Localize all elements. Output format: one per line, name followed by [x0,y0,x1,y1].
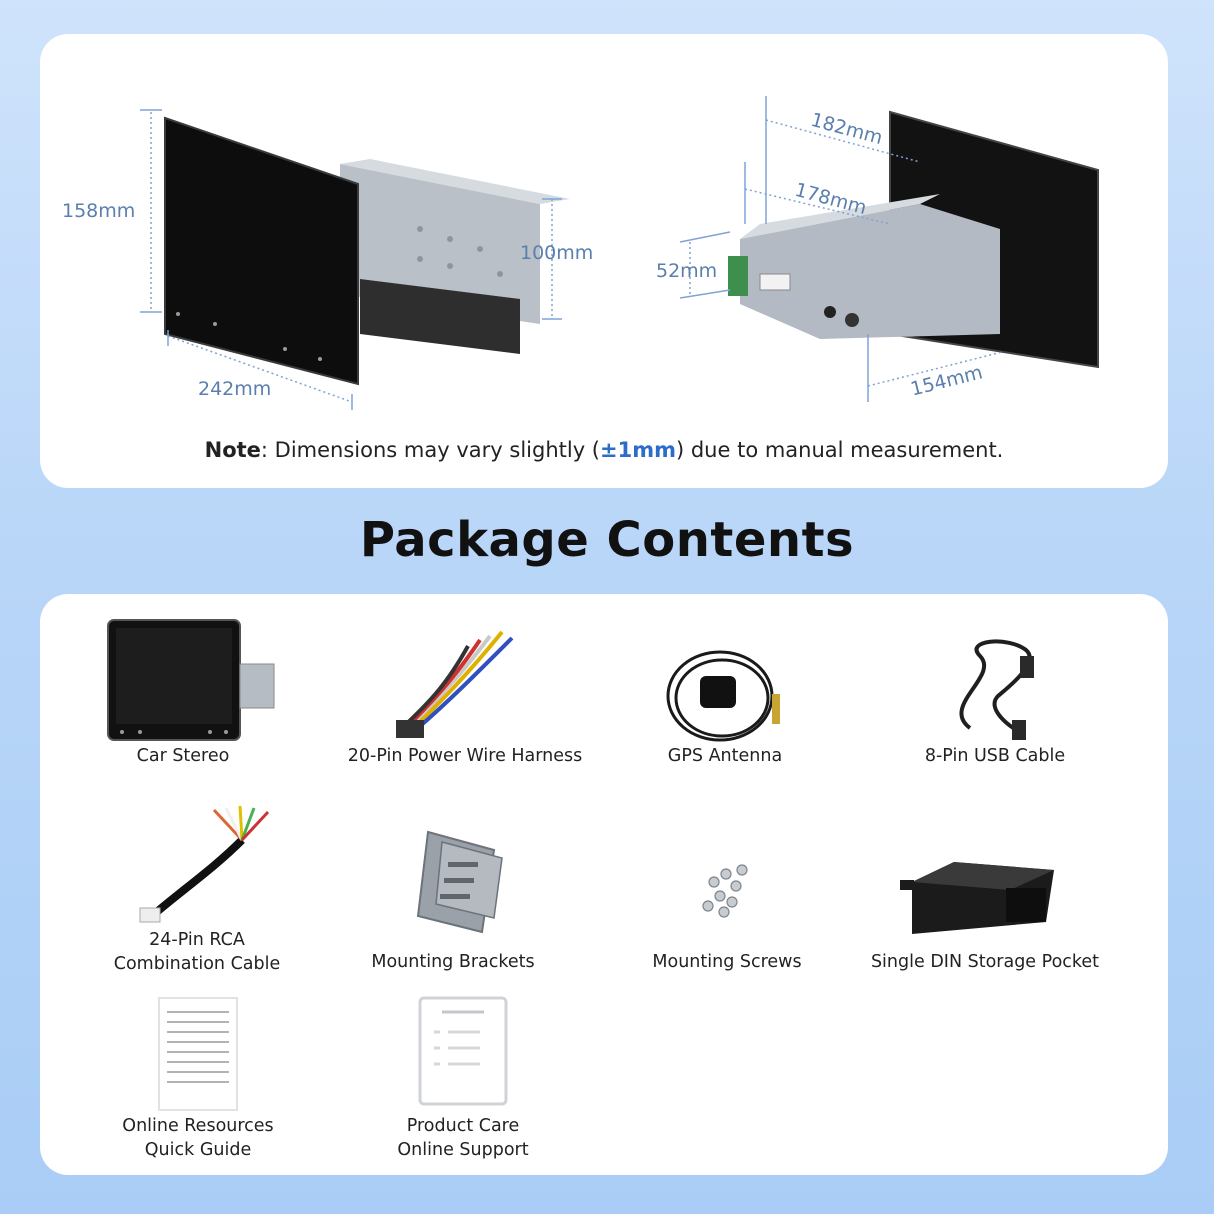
package-item-mounting-screws: Mounting Screws [632,822,822,974]
note-text-1: : Dimensions may vary slightly ( [260,438,600,462]
item-label-line1: Online Resources [122,1116,274,1136]
item-label-line1: Product Care [406,1116,520,1136]
wire-harness-icon [396,630,514,738]
note-text-2: ) due to manual measurement. [675,438,1004,462]
item-label-line2: Combination Cable [113,954,281,974]
package-item-rca-cable: 24-Pin RCA Combination Cable [102,800,292,976]
package-item-quick-guide: Online Resources Quick Guide [103,996,293,1162]
dim-height-label: 158mm [62,200,136,222]
screws-icon [702,864,748,918]
measurement-note: Note: Dimensions may vary slightly (±1mm… [40,438,1168,462]
product-care-icon [418,996,508,1106]
gps-antenna-icon [666,650,780,742]
stereo-front-view-icon [140,96,1099,410]
car-stereo-icon [107,619,275,741]
item-label-line2: Quick Guide [144,1140,252,1160]
quick-guide-icon [158,997,238,1111]
rca-cable-icon [139,805,270,923]
usb-cable-icon [959,639,1034,740]
package-item-mounting-brackets: Mounting Brackets [358,822,548,974]
package-item-wire-harness: 20-Pin Power Wire Harness [340,616,590,768]
package-contents-card: Car Stereo 20-Pin Power Wire Harness GPS… [40,594,1168,1175]
item-label-line1: Mounting Brackets [371,952,535,972]
item-label-line1: 20-Pin Power Wire Harness [347,746,583,766]
package-item-product-care: Product Care Online Support [368,996,558,1162]
package-item-storage-pocket: Single DIN Storage Pocket [870,822,1100,974]
dimensions-card: 158mm 100mm 242mm 182mm 178mm 52mm 154mm… [40,34,1168,488]
item-label-line1: Mounting Screws [652,952,802,972]
package-item-car-stereo: Car Stereo [88,616,278,768]
item-label-line1: 8-Pin USB Cable [924,746,1066,766]
item-label-line1: Single DIN Storage Pocket [870,952,1100,972]
item-label-line2: Online Support [397,1140,529,1160]
note-tolerance: ±1mm [600,438,676,462]
package-item-gps-antenna: GPS Antenna [630,616,820,768]
item-label-line1: Car Stereo [136,746,230,766]
note-prefix: Note [204,438,261,462]
package-item-usb-cable: 8-Pin USB Cable [900,616,1090,768]
item-label-line1: 24-Pin RCA [149,930,245,950]
item-label-line1: GPS Antenna [667,746,783,766]
dim-depth-label: 100mm [520,242,594,264]
mounting-bracket-icon [416,830,503,934]
dim-side-height-label: 52mm [656,260,718,282]
dim-width-label: 242mm [198,378,272,400]
storage-pocket-icon [900,862,1054,934]
section-title: Package Contents [359,512,855,568]
